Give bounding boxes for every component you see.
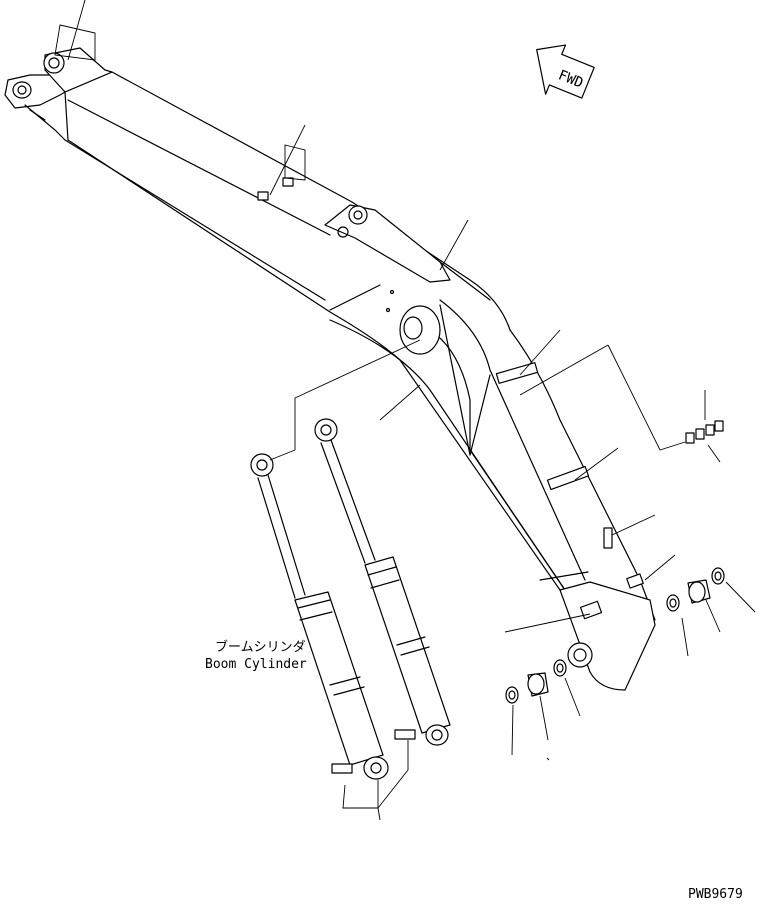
grease-fitting [331, 763, 353, 774]
pin-parts-lower [505, 659, 567, 704]
arm-cylinder-bracket-hole [348, 205, 368, 225]
boom-cylinder-right [314, 418, 451, 746]
hose-fittings [685, 420, 724, 444]
grease-fitting [394, 729, 416, 740]
pin-parts-right [666, 567, 725, 612]
boom-cylinder-left [250, 453, 389, 780]
caption-jp: ブームシリンダ [215, 639, 306, 655]
fwd-arrow: FWD [536, 44, 595, 99]
arm-pin-hole [12, 81, 32, 99]
leader-lines [54, 0, 756, 821]
boom-foot-pin-hole [567, 642, 593, 668]
drawing-number: PWB9679 [688, 887, 743, 902]
boom [4, 47, 656, 691]
caption-en: Boom Cylinder [205, 657, 307, 672]
arm-cylinder-pin-hole [43, 52, 65, 74]
